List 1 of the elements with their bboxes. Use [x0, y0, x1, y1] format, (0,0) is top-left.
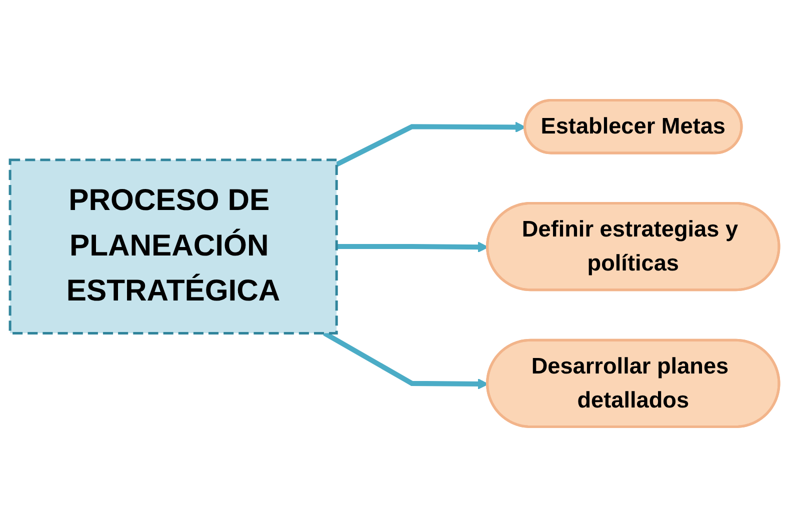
node-box: PROCESO DE PLANEACIÓN ESTRATÉGICA — [8, 158, 338, 334]
